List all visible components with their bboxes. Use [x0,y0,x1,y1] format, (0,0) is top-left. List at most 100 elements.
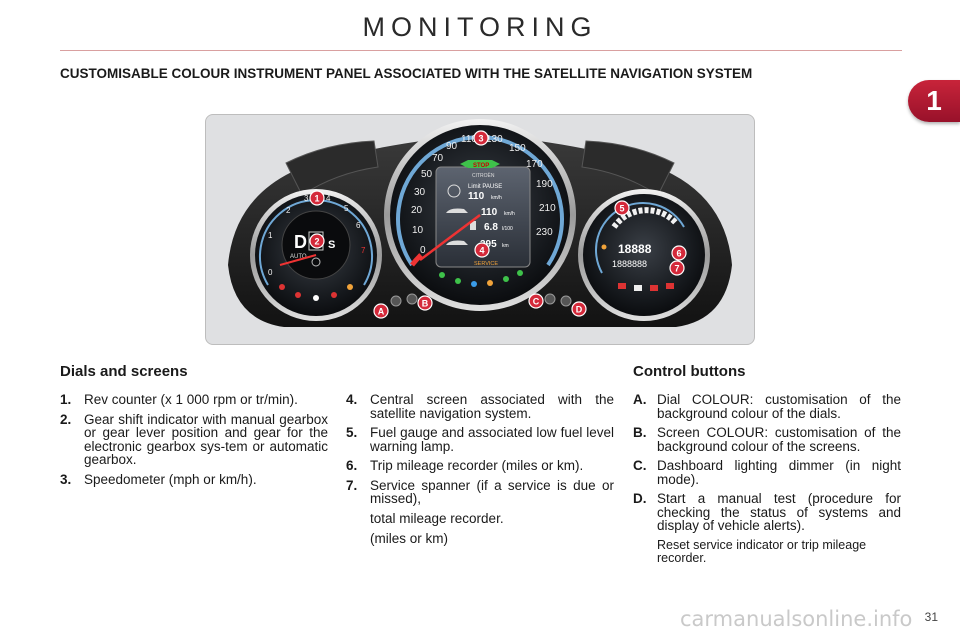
list-item: B.Screen COLOUR: customisation of the ba… [633,425,901,454]
warning-lamp-icon [279,284,285,290]
rev-needle [279,254,317,266]
speed-tick-70: 70 [432,153,444,164]
trip-display: 18888 [618,242,652,256]
callout-a: A [373,303,389,319]
low-fuel-lamp-icon [601,244,607,250]
warning-lamp-icon [295,292,301,298]
list-item: 4.Central screen associated with the sat… [346,392,614,421]
svg-text:1: 1 [314,194,319,204]
range-unit: km [502,243,509,249]
svg-text:5: 5 [619,204,624,214]
speed-tick-90: 90 [446,141,458,152]
speed-tick-190: 190 [536,179,553,190]
callout-5: 5 [614,200,630,216]
section-title: CUSTOMISABLE COLOUR INSTRUMENT PANEL ASS… [60,66,753,81]
chapter-tab[interactable]: 1 [908,80,960,122]
instrument-panel-illustration: 0 1 2 3 4 5 6 7 D AUTO S 18888 1888888 [228,119,732,327]
controls-heading: Control buttons [633,363,746,380]
dials-heading: Dials and screens [60,363,188,380]
range-value: 395 [480,239,497,250]
controls-list: A.Dial COLOUR: customisation of the back… [633,393,901,565]
dimmer-button[interactable] [544,293,556,305]
indicator-lamp-icon [455,278,461,284]
rev-counter-dial: 0 1 2 3 4 5 6 7 D AUTO S [250,189,382,321]
rev-tick-4: 4 [326,194,331,203]
rev-tick-0: 0 [268,268,273,277]
svg-text:7: 7 [674,264,679,274]
callout-2: 2 [309,233,325,249]
warning-lamp-icon [331,292,337,298]
gear-side: S [328,239,335,251]
screen-colour-button[interactable] [406,293,418,305]
speed-limiter-icon [447,184,461,198]
gear-mode: AUTO [290,254,307,260]
list-item: C.Dashboard lighting dimmer (in night mo… [633,458,901,487]
watermark: carmanualsonline.info [680,607,913,631]
callout-c: C [528,293,544,309]
nav-stop: STOP [473,163,489,169]
item7-line2: total mileage recorder. [370,510,504,526]
list-item: 6.Trip mileage recorder (miles or km). [346,458,584,473]
rev-tick-2: 2 [286,206,291,215]
callout-b: B [417,295,433,311]
speed-tick-150: 150 [509,143,526,154]
list-item: 1.Rev counter (x 1 000 rpm or tr/min). [60,392,298,407]
dials-list-left: 1.Rev counter (x 1 000 rpm or tr/min). 2… [60,393,328,492]
list-item: 3.Speedometer (mph or km/h). [60,471,257,487]
fuel-pump-icon [470,221,476,230]
warning-lamp-icon [618,283,626,289]
callout-7: 7 [669,260,685,276]
svg-text:3: 3 [478,134,483,144]
limit-value: 110 [468,191,485,202]
speed-tick-0: 0 [420,245,426,256]
right-hood [581,140,675,196]
speed-tick-30: 30 [414,187,426,198]
cruise-unit: km/h [504,211,515,217]
speed-needle [419,214,481,261]
service-label: SERVICE [474,261,498,267]
page-number: 31 [924,610,938,624]
warning-lamp-icon [650,285,658,291]
svg-text:D: D [576,305,583,315]
warning-lamp-icon [347,284,353,290]
left-hood [285,140,379,196]
consumption-unit: l/100 [502,226,513,232]
header-divider [60,50,902,51]
callout-4: 4 [474,242,490,258]
warning-lamp-icon [666,283,674,289]
dial-colour-button[interactable] [390,295,402,307]
indicator-lamp-icon [439,272,445,278]
item7-line3: (miles or km) [370,531,448,546]
svg-text:2: 2 [314,237,319,247]
rev-tick-5: 5 [344,204,349,213]
list-item: D.Start a manual test (procedure for che… [633,491,901,533]
test-button[interactable] [560,295,572,307]
fuel-gauge-dial: 18888 1888888 [578,189,710,321]
svg-text:6: 6 [676,249,681,259]
dials-list-right: 4.Central screen associated with the sat… [346,393,614,553]
indicator-lamp-icon [503,276,509,282]
instrument-panel-figure: 0 1 2 3 4 5 6 7 D AUTO S 18888 1888888 [205,114,755,345]
speed-tick-50: 50 [421,169,433,180]
speed-tick-210: 210 [539,203,556,214]
speed-tick-130: 130 [486,134,503,145]
car-icon [446,240,468,245]
list-item: 5.Fuel gauge and associated low fuel lev… [346,425,614,454]
callout-d: D [571,301,587,317]
page-title: MONITORING [362,12,598,42]
total-display: 1888888 [612,259,647,269]
rev-tick-7: 7 [361,246,366,255]
limit-label: Limit PAUSE [468,184,502,190]
list-item: 7.Service spanner (if a service is due o… [346,477,614,506]
indicator-lamp-icon [487,280,493,286]
rev-tick-3: 3 [304,194,309,203]
speed-tick-20: 20 [411,205,423,216]
consumption-value: 6.8 [484,222,498,233]
rev-tick-1: 1 [268,231,273,240]
svg-text:C: C [533,297,540,307]
speedometer-dial: 0 10 20 30 50 70 90 110 130 150 170 190 … [384,119,576,311]
callout-1: 1 [309,190,325,206]
car-icon [446,208,468,213]
warning-lamp-icon [634,285,642,291]
indicator-lamp-icon [517,270,523,276]
